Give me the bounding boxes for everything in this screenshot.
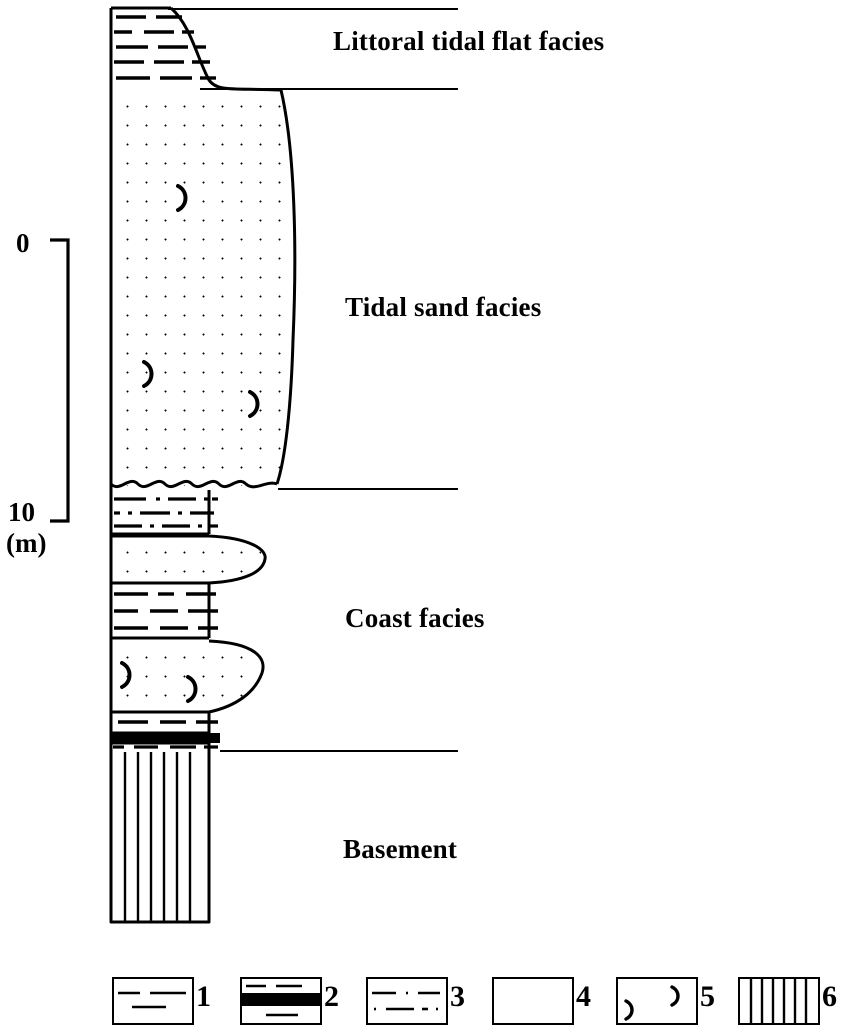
bed-coast-mud-2 <box>112 715 220 733</box>
legend-swatch-silty-mudstone <box>366 977 448 1025</box>
legend-number-6: 6 <box>822 980 837 1013</box>
legend-swatch-coal-seam <box>240 977 322 1025</box>
divider-sand-coast <box>278 488 458 490</box>
shell-fragments-group <box>112 90 288 486</box>
scale-bracket <box>48 238 74 523</box>
bed-coal-seam <box>112 733 220 743</box>
legend-number-1: 1 <box>196 980 211 1013</box>
bed-coast-sand-1 <box>112 536 264 582</box>
legend-number-3: 3 <box>450 980 465 1013</box>
bed-tidal-sand <box>112 90 288 486</box>
facies-label-coast: Coast facies <box>345 603 485 633</box>
legend-swatch-shelly-sandstone <box>616 977 698 1025</box>
column-outline <box>105 0 405 935</box>
divider-top <box>168 8 458 10</box>
bed-coast-siltstone <box>112 492 220 534</box>
divider-coast-basement <box>210 750 458 752</box>
legend-number-4: 4 <box>576 980 591 1013</box>
legend-number-5: 5 <box>700 980 715 1013</box>
bed-basement <box>112 752 208 922</box>
bed-coast-mud-3 <box>112 743 220 752</box>
legend-swatch-sandstone <box>492 977 574 1025</box>
shell-fragments-group-2 <box>112 641 264 711</box>
divider-tidalflat-sand <box>200 88 458 90</box>
scale-top-label: 0 <box>16 228 30 258</box>
scale-unit-label: (m) <box>6 528 47 558</box>
legend-swatch-mudstone <box>112 977 194 1025</box>
facies-label-littoral-tidal-flat: Littoral tidal flat facies <box>333 26 605 56</box>
bed-tidalflat-mud <box>112 10 220 88</box>
legend: 1 2 3 <box>0 955 850 1030</box>
facies-label-basement: Basement <box>343 834 458 864</box>
bed-coast-mud-1 <box>112 586 220 636</box>
legend-number-2: 2 <box>324 980 339 1013</box>
facies-label-tidal-sand: Tidal sand facies <box>345 292 542 322</box>
legend-swatch-basement-rock <box>738 977 820 1025</box>
scale-bottom-label: 10 <box>8 497 35 527</box>
